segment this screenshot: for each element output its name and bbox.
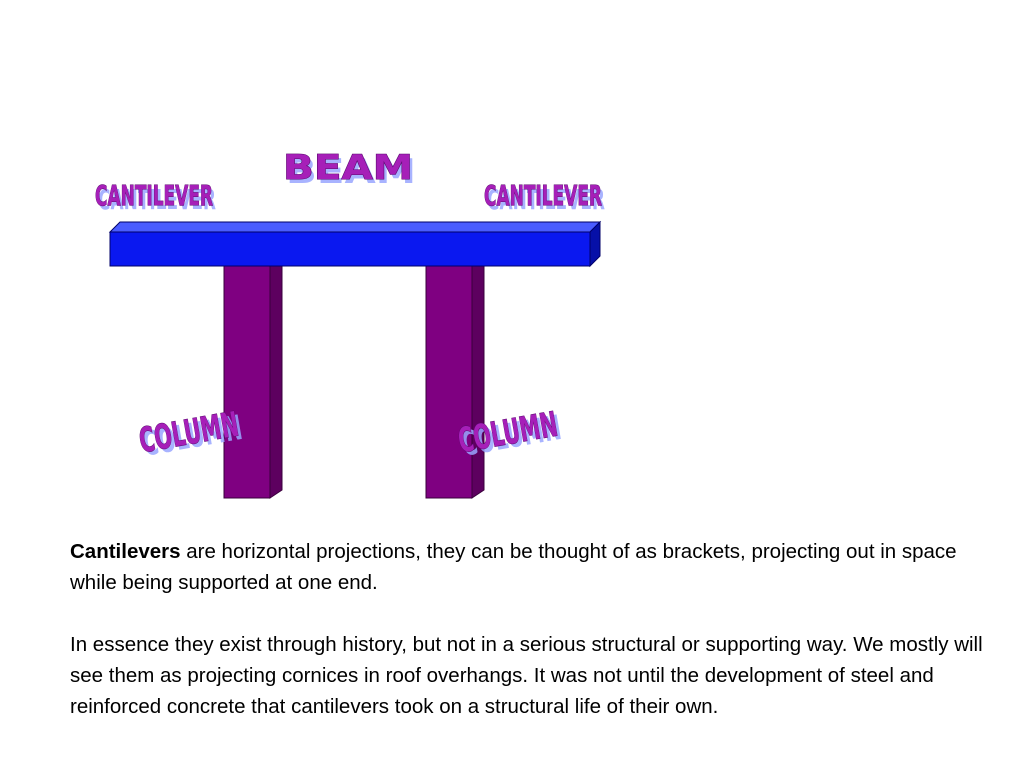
- left-column: [223, 256, 283, 499]
- beam-label: BEAM BEAM: [283, 148, 417, 193]
- definition-text: are horizontal projections, they can be …: [70, 540, 957, 594]
- body-text: Cantilevers are horizontal projections, …: [70, 536, 1000, 722]
- svg-text:BEAM: BEAM: [286, 152, 416, 192]
- paragraph-history: In essence they exist through history, b…: [70, 633, 983, 718]
- beam: [108, 220, 602, 268]
- svg-text:CANTILEVER: CANTILEVER: [95, 179, 213, 212]
- right-column: [425, 256, 485, 499]
- term-cantilevers: Cantilevers: [70, 540, 181, 563]
- cantilever-label-left: CANTILEVER CANTILEVER: [95, 179, 217, 217]
- svg-text:CANTILEVER: CANTILEVER: [484, 179, 602, 212]
- paragraph-definition: Cantilevers are horizontal projections, …: [70, 536, 1000, 598]
- svg-text:CANTILEVER: CANTILEVER: [487, 183, 605, 216]
- cantilever-label-right: CANTILEVER CANTILEVER: [484, 179, 606, 217]
- cantilever-diagram: BEAM BEAM CANTILEVER CANTILEVER CANTILEV…: [95, 148, 606, 499]
- svg-text:CANTILEVER: CANTILEVER: [98, 183, 216, 216]
- svg-text:BEAM: BEAM: [283, 148, 413, 188]
